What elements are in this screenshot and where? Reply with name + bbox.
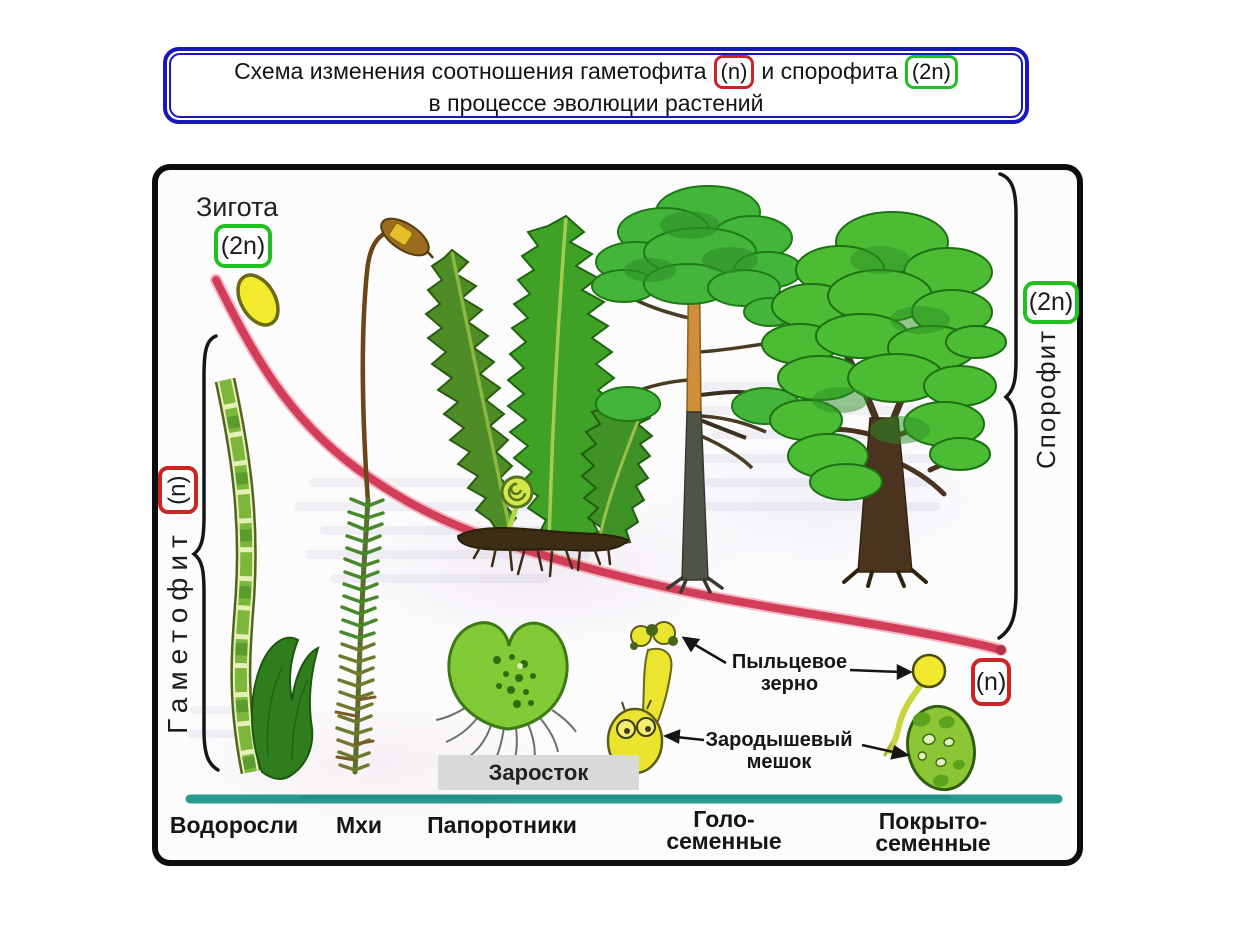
diploid-badge-title: (2n): [904, 54, 958, 89]
group-label-gymnosperms-line1: Голо-: [693, 806, 755, 832]
title-line1-before: Схема изменения соотношения гаметофита: [234, 58, 707, 84]
sporophyte-ploidy-badge: (2n): [1023, 281, 1079, 324]
haploid-badge-title: (n): [713, 54, 755, 89]
title-text: Схема изменения соотношения гаметофита (…: [169, 53, 1023, 118]
embryo-sac-label: Зародышевый мешок: [693, 729, 865, 773]
zygote-ploidy-badge: (2n): [214, 224, 272, 268]
group-label-algae: Водоросли: [169, 812, 299, 838]
reduced-gametophyte-ploidy-badge: (n): [971, 658, 1011, 706]
sporophyte-axis: Спорофит: [1023, 324, 1069, 474]
group-label-gymnosperms-line2: семенные: [666, 828, 782, 854]
title-line2: в процессе эволюции растений: [428, 89, 764, 116]
sporophyte-axis-label: Спорофит: [1030, 328, 1061, 470]
prothallus-label: Заросток: [438, 755, 639, 790]
pollen-grain-label: Пыльцевое зерно: [722, 651, 857, 695]
zygote-label: Зигота: [196, 192, 279, 222]
pollen-grain-label-line2: зерно: [760, 673, 819, 695]
group-label-angiosperms-line1: Покрыто-: [878, 808, 988, 834]
group-label-gymnosperms: Голо- семенные: [658, 806, 790, 854]
gametophyte-axis: Гаметофит (n): [155, 420, 201, 780]
gametophyte-ploidy-badge: (n): [158, 466, 198, 515]
group-label-angiosperms: Покрыто- семенные: [852, 808, 1014, 856]
group-label-mosses: Мхи: [335, 812, 383, 838]
gametophyte-axis-label: Гаметофит: [162, 528, 193, 734]
title-line1-between: и спорофита: [761, 58, 898, 84]
pollen-grain-label-line1: Пыльцевое: [731, 651, 848, 673]
embryo-sac-label-line2: мешок: [746, 751, 812, 773]
title-box: Схема изменения соотношения гаметофита (…: [163, 47, 1029, 124]
group-label-ferns: Папоротники: [427, 812, 577, 838]
embryo-sac-label-line1: Зародышевый: [705, 729, 853, 751]
group-label-angiosperms-line2: семенные: [875, 830, 991, 856]
